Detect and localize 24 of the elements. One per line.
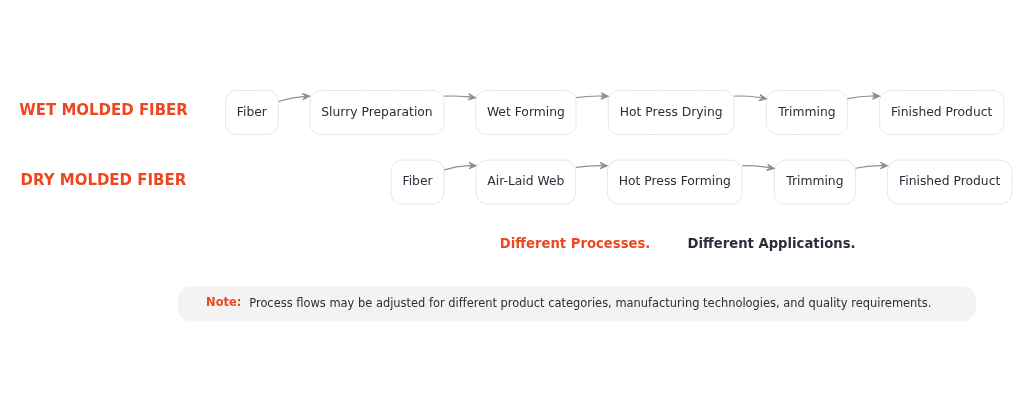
arrow (575, 161, 608, 169)
label: WET MOLDED FIBER (19, 100, 188, 119)
arrow (443, 161, 477, 170)
node-box: Air-Laid Web (475, 159, 577, 205)
node-box: Finished Product (887, 159, 1013, 205)
node-box: Hot Press Drying (607, 89, 735, 135)
arrow (846, 91, 881, 100)
node-box: Fiber (390, 159, 445, 205)
arrow (277, 92, 311, 102)
node-box: Trimming (773, 159, 856, 205)
node-box: Slurry Preparation (309, 89, 445, 135)
node-box: Trimming (765, 89, 848, 135)
arrow (733, 93, 767, 101)
label: Different Applications. (687, 235, 856, 251)
arrow (443, 92, 476, 101)
arrow (575, 91, 609, 100)
arrow (741, 163, 775, 171)
node-box: Fiber (225, 89, 279, 135)
arrow (854, 161, 888, 169)
node-box: Finished Product (879, 89, 1005, 135)
label: Different Processes. (499, 235, 651, 251)
node-box: Wet Forming (475, 89, 577, 135)
label: DRY MOLDED FIBER (20, 170, 187, 189)
node-box: Hot Press Forming (606, 159, 743, 205)
